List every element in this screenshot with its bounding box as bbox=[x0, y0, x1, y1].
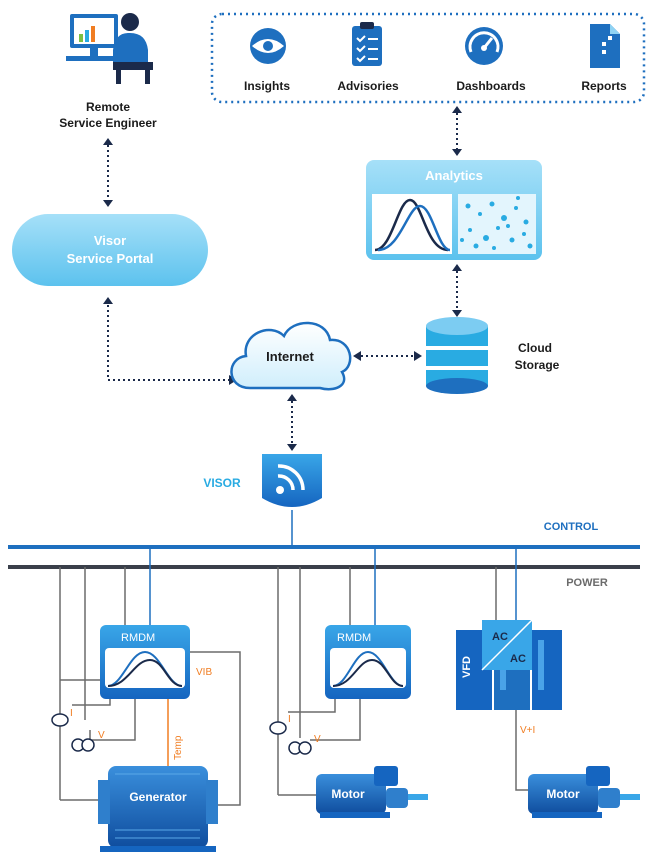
arrowhead-up bbox=[103, 138, 113, 145]
arrowhead-down bbox=[452, 149, 462, 156]
output-reports-label: Reports bbox=[581, 79, 627, 93]
signal-current-left: I bbox=[70, 708, 73, 719]
document-icon bbox=[590, 24, 620, 68]
visor-service-portal bbox=[12, 214, 208, 286]
transformer-icon bbox=[71, 738, 95, 752]
arrowhead-right bbox=[414, 351, 422, 361]
portal-label-line2: Service Portal bbox=[67, 251, 154, 266]
arrowhead-up bbox=[452, 106, 462, 113]
visor-label: VISOR bbox=[203, 476, 241, 490]
motor-middle bbox=[316, 766, 428, 818]
motor-middle-label: Motor bbox=[331, 787, 365, 801]
arrowhead-up bbox=[287, 394, 297, 401]
remote-engineer-label-line2: Service Engineer bbox=[59, 116, 157, 130]
arrowhead-up bbox=[103, 297, 113, 304]
wifi-icon bbox=[262, 454, 322, 507]
scatter-icon bbox=[460, 196, 533, 250]
control-bus-label: CONTROL bbox=[544, 521, 599, 533]
bell-curve-icon bbox=[374, 198, 451, 252]
arrowhead-down bbox=[287, 444, 297, 451]
bell-curve-icon bbox=[332, 650, 404, 687]
connector-portal-internet bbox=[107, 300, 232, 381]
power-wiring bbox=[59, 567, 528, 806]
vfd-ac-bottom: AC bbox=[510, 653, 526, 665]
generator-label: Generator bbox=[129, 790, 187, 804]
vfd-cabinet bbox=[456, 619, 562, 710]
cloud-icon bbox=[230, 321, 352, 391]
output-advisories-label: Advisories bbox=[337, 79, 399, 93]
monitor-icon bbox=[66, 14, 122, 61]
analytics-label: Analytics bbox=[425, 168, 483, 183]
output-dashboards-label: Dashboards bbox=[456, 79, 526, 93]
cloud-storage-label-line2: Storage bbox=[515, 358, 560, 372]
signal-voltage-mid: V bbox=[314, 734, 321, 745]
arrowhead-up bbox=[452, 264, 462, 271]
outputs-panel bbox=[210, 12, 646, 104]
arrowhead-down bbox=[452, 310, 462, 317]
power-bus-label: POWER bbox=[566, 577, 608, 589]
portal-label-line1: Visor bbox=[94, 233, 126, 248]
gauge-icon bbox=[465, 27, 503, 65]
ct-coil-icon bbox=[269, 721, 287, 735]
signal-voltage-left: V bbox=[98, 730, 105, 741]
vfd-label: VFD bbox=[461, 656, 473, 678]
person-icon bbox=[113, 13, 153, 84]
rmdm-device-middle bbox=[325, 625, 411, 699]
signal-current-mid: I bbox=[288, 714, 291, 725]
signal-vib: VIB bbox=[196, 667, 212, 678]
internet-label: Internet bbox=[266, 349, 314, 364]
rmdm-left-label: RMDM bbox=[121, 632, 155, 644]
remote-engineer-label-line1: Remote bbox=[86, 100, 130, 114]
arrowhead-left bbox=[353, 351, 361, 361]
control-wiring bbox=[149, 547, 517, 625]
output-insights-label: Insights bbox=[244, 79, 290, 93]
remote-engineer-icon bbox=[66, 13, 153, 84]
checklist-icon bbox=[352, 22, 382, 66]
arrowhead-down bbox=[103, 200, 113, 207]
analytics-panel bbox=[366, 160, 542, 260]
bell-curve-icon bbox=[107, 650, 183, 687]
cloud-storage-label-line1: Cloud bbox=[518, 341, 552, 355]
transformer-icon bbox=[288, 741, 312, 755]
database-icon bbox=[426, 317, 488, 394]
motor-right-label: Motor bbox=[546, 787, 580, 801]
rmdm-middle-label: RMDM bbox=[337, 632, 371, 644]
vfd-ac-top: AC bbox=[492, 631, 508, 643]
signal-temp: Temp bbox=[173, 735, 184, 760]
rmdm-device-left bbox=[100, 625, 190, 699]
motor-right bbox=[528, 766, 640, 818]
signal-vi: V+I bbox=[520, 725, 535, 736]
generator-machine bbox=[98, 766, 218, 852]
ct-coil-icon bbox=[51, 713, 69, 727]
eye-icon bbox=[250, 28, 286, 64]
